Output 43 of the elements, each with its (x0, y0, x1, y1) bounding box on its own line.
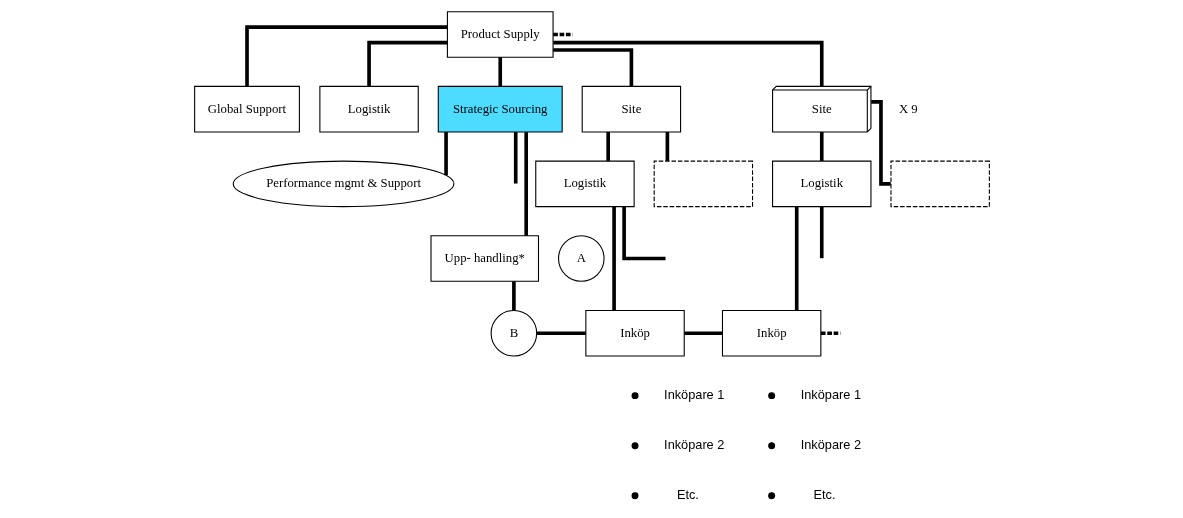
label: Inköpare 1 (800, 387, 861, 402)
node-box: Inköp (721, 309, 821, 357)
node-box (653, 160, 753, 208)
connector (819, 206, 824, 259)
connector (552, 48, 633, 87)
node-label: X 9 (898, 101, 918, 116)
connector (497, 57, 502, 87)
node-box: Logistik (771, 160, 871, 208)
node-circle: B (490, 309, 537, 357)
connector (511, 281, 516, 311)
label: Etc. (676, 487, 699, 503)
connector (552, 40, 824, 87)
connector (244, 25, 447, 87)
connector (366, 40, 447, 87)
connector (552, 32, 573, 37)
connector (820, 331, 840, 336)
connector (621, 206, 666, 261)
node-box: Site (581, 85, 681, 133)
label: Inköpare 2 (663, 437, 724, 453)
node-box: Strategic Sourcing (437, 85, 563, 133)
label: Etc. (813, 487, 835, 503)
label: Inköpare 2 (800, 437, 861, 453)
connector (611, 206, 616, 311)
node-box: Logistik (534, 160, 635, 208)
connector (536, 331, 586, 336)
node-box (889, 160, 990, 208)
connector (513, 132, 518, 184)
node-box: Logistik (318, 85, 419, 133)
label: Inköpare 1 (663, 387, 724, 402)
node-ellipse: Performance mgmt & Support (232, 160, 454, 208)
connector (819, 132, 824, 161)
node-box: Upp- handling* (429, 235, 539, 282)
connector (794, 206, 799, 311)
connector (683, 331, 722, 336)
connector (523, 132, 528, 236)
connector (665, 132, 669, 161)
node-box: Product Supply (446, 11, 554, 58)
node-circle: A (557, 235, 605, 282)
connector (605, 132, 610, 161)
connector (443, 132, 448, 176)
node-box: Inköp (584, 309, 685, 357)
node-box: Global Support (193, 85, 300, 133)
connector (870, 100, 891, 186)
